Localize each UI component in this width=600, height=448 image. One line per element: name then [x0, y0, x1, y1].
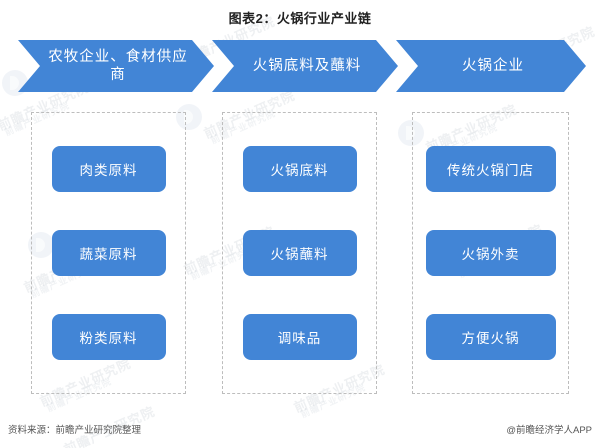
source-note: 资料来源：前瞻产业研究院整理: [8, 425, 142, 436]
page-title: 图表2：火锅行业产业链: [228, 11, 372, 26]
node-item[interactable]: 蔬菜原料: [51, 230, 166, 276]
stage-banner-downstream[interactable]: 火锅企业: [396, 40, 586, 92]
node-item[interactable]: 方便火锅: [425, 314, 556, 360]
stage-banner-label: 农牧企业、食材供应商: [48, 48, 188, 83]
node-item[interactable]: 火锅外卖: [425, 230, 556, 276]
node-item[interactable]: 传统火锅门店: [425, 146, 556, 192]
node-item[interactable]: 调味品: [242, 314, 357, 360]
value-chain-banner-row: 农牧企业、食材供应商 火锅底料及蘸料 火锅企业: [0, 40, 600, 92]
stage-column-midstream: 火锅底料 火锅蘸料 调味品: [222, 112, 377, 394]
stage-banner-label: 火锅底料及蘸料: [252, 57, 362, 74]
stage-banner-midstream[interactable]: 火锅底料及蘸料: [212, 40, 398, 92]
stage-banner-upstream[interactable]: 农牧企业、食材供应商: [18, 40, 214, 92]
node-item[interactable]: 粉类原料: [51, 314, 166, 360]
app-credit: @前瞻经济学人APP: [506, 425, 592, 436]
footer: 资料来源：前瞻产业研究院整理 @前瞻经济学人APP: [0, 422, 600, 438]
node-item[interactable]: 火锅蘸料: [242, 230, 357, 276]
node-item[interactable]: 火锅底料: [242, 146, 357, 192]
stage-column-downstream: 传统火锅门店 火锅外卖 方便火锅: [412, 112, 569, 394]
stage-banner-label: 火锅企业: [462, 57, 524, 74]
node-item[interactable]: 肉类原料: [51, 146, 166, 192]
stage-column-upstream: 肉类原料 蔬菜原料 粉类原料: [31, 112, 186, 394]
